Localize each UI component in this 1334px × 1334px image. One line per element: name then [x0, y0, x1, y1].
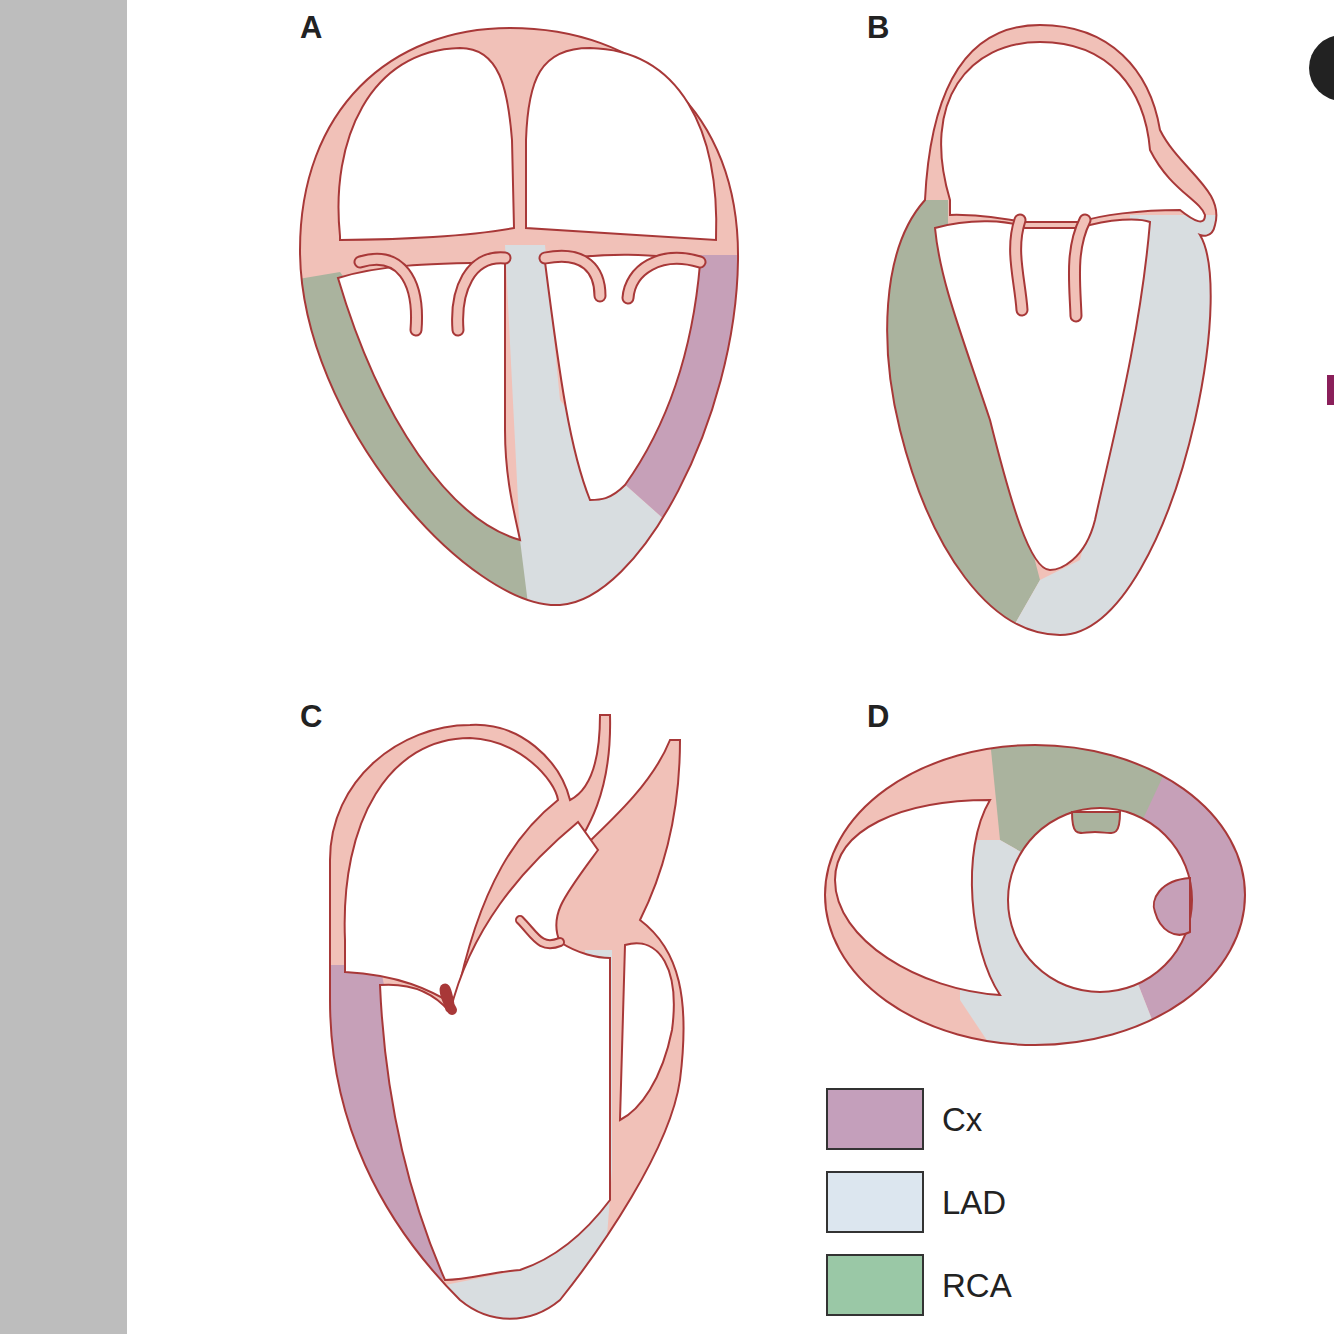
long-axis-view	[310, 715, 684, 1330]
side-bar	[0, 0, 127, 1334]
page-icon	[1309, 35, 1334, 101]
panel-letter: D	[867, 701, 889, 732]
two-chamber-view	[860, 25, 1240, 650]
legend-row: Cx	[826, 1088, 982, 1150]
legend-swatch	[826, 1171, 924, 1233]
legend-row: RCA	[826, 1254, 1012, 1316]
short-axis-view	[825, 740, 1260, 1060]
legend-text: LAD	[942, 1186, 1006, 1219]
legend-text: Cx	[942, 1103, 982, 1136]
panel-letter: C	[300, 701, 322, 732]
panel-letter: A	[300, 12, 322, 43]
legend-text: RCA	[942, 1269, 1012, 1302]
four-chamber-view	[280, 28, 760, 620]
panel-letter: B	[867, 12, 889, 43]
legend-swatch	[826, 1254, 924, 1316]
accent-bar	[1327, 375, 1334, 405]
legend-swatch	[826, 1088, 924, 1150]
legend-row: LAD	[826, 1171, 1006, 1233]
